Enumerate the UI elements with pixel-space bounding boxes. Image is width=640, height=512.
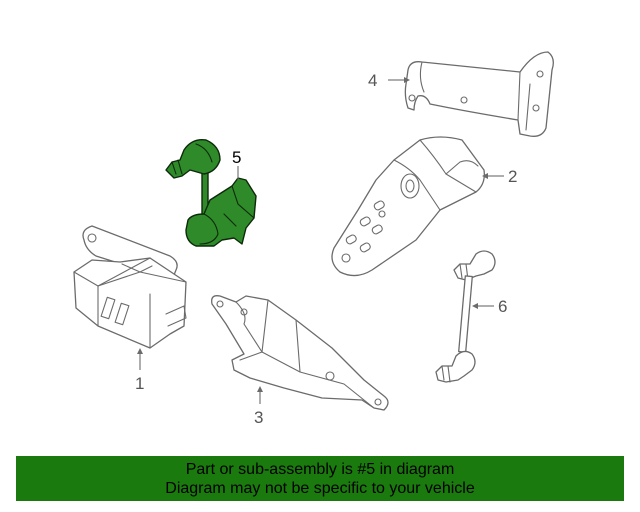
callout-6: 6 bbox=[498, 297, 507, 316]
leader-2-arrow bbox=[482, 173, 488, 179]
callout-5: 5 bbox=[232, 148, 241, 167]
leader-3-arrow bbox=[257, 386, 263, 392]
callout-4: 4 bbox=[368, 71, 377, 90]
callout-3: 3 bbox=[254, 408, 263, 427]
info-banner: Part or sub-assembly is #5 in diagram Di… bbox=[16, 456, 624, 501]
leader-6-arrow bbox=[472, 303, 478, 309]
banner-line-1: Part or sub-assembly is #5 in diagram bbox=[185, 460, 455, 478]
part-2-mount[interactable] bbox=[331, 136, 485, 277]
part-3-lower-bracket[interactable] bbox=[211, 295, 389, 411]
callout-1: 1 bbox=[135, 374, 144, 393]
part-1-control-module[interactable] bbox=[73, 225, 187, 349]
callout-2: 2 bbox=[508, 167, 517, 186]
part-5-level-sensor[interactable] bbox=[165, 139, 257, 247]
part-6-link-rod[interactable] bbox=[435, 250, 496, 383]
part-4-bracket[interactable] bbox=[404, 51, 554, 137]
parts-diagram: 4 2 5 bbox=[73, 51, 554, 427]
leader-4-arrow bbox=[404, 77, 410, 83]
leader-1-arrow bbox=[137, 348, 143, 354]
banner-line-2: Diagram may not be specific to your vehi… bbox=[165, 479, 475, 497]
